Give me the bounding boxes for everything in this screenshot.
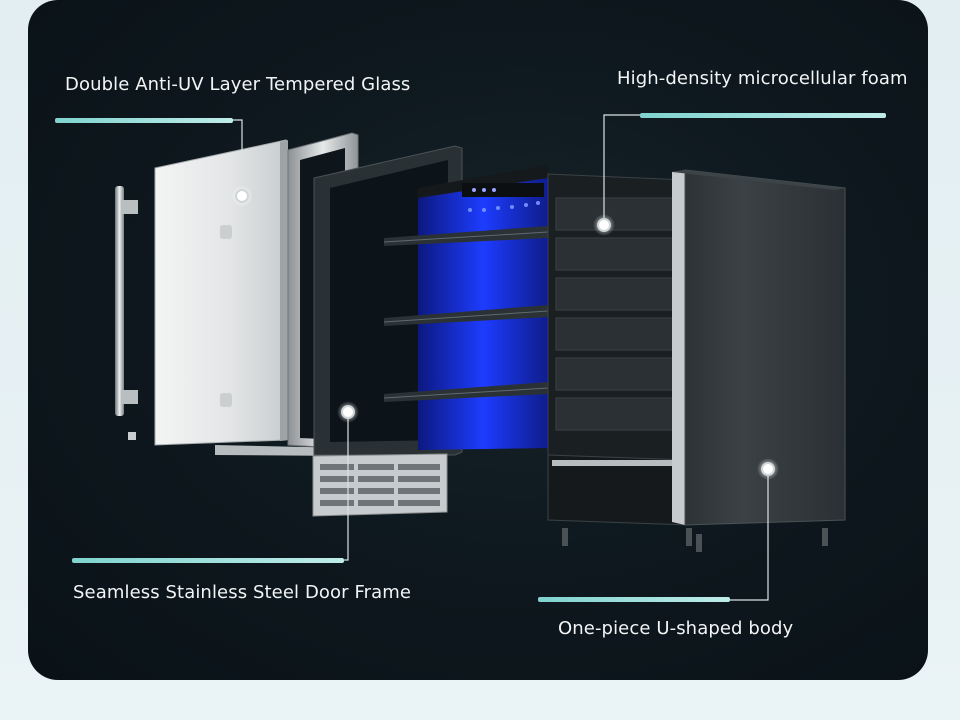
- outer-u-shaped-body: [562, 169, 846, 552]
- glass-marker-dot: [231, 185, 253, 207]
- callout-label-foam: High-density microcellular foam: [617, 68, 908, 89]
- frame-marker-dot: [337, 401, 359, 423]
- foam-marker-dot: [593, 214, 615, 236]
- interior-cabinet: [383, 165, 549, 450]
- callout-lines: [55, 113, 886, 602]
- callout-label-glass: Double Anti-UV Layer Tempered Glass: [65, 74, 411, 95]
- body-marker-dot: [757, 458, 779, 480]
- tempered-glass-door: [154, 139, 288, 446]
- callout-dots: [231, 185, 779, 480]
- callout-label-body: One-piece U-shaped body: [558, 618, 794, 639]
- foam-insulation-layer: [547, 173, 691, 526]
- ventilation-grille: [312, 453, 448, 517]
- door-handle: [115, 186, 138, 440]
- callout-label-frame: Seamless Stainless Steel Door Frame: [73, 582, 412, 603]
